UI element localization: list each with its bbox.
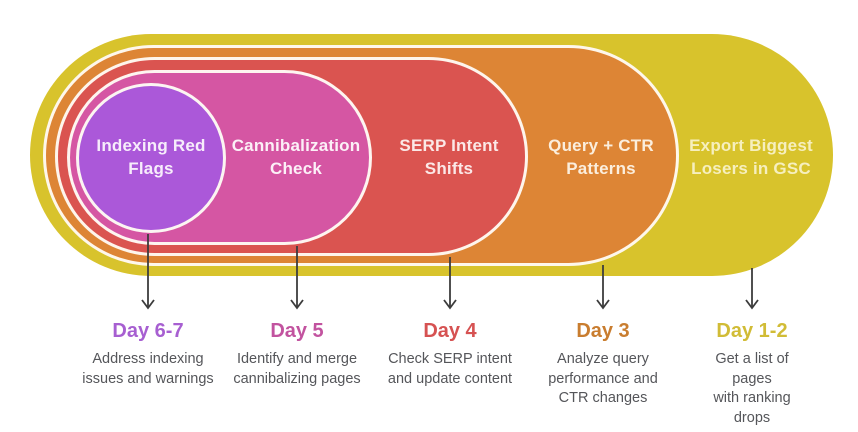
day-label-5: Day 5 [270,320,324,342]
arrow-down-icon [140,234,156,310]
stage-description-indexing: Address indexing issues and warnings [82,351,214,387]
day-label-1-2: Day 1-2 [716,320,788,342]
arrow-down-icon [595,265,611,310]
stage-title-indexing-red-flags: Indexing Red Flags [96,136,206,178]
stage-description-cannibalization: Identify and merge cannibalizing pages [233,351,361,387]
day-label-3: Day 3 [576,320,630,342]
day-label-6-7: Day 6-7 [112,320,184,342]
stage-description-export: Get a list of pages with ranking drops [713,351,791,426]
stage-pill-indexing-red-flags [76,83,226,233]
day-label-4: Day 4 [423,320,477,342]
stage-description-query-ctr: Analyze query performance and CTR change… [548,351,658,406]
arrow-down-icon [442,257,458,310]
stage-title-serp-intent-shifts: SERP Intent Shifts [399,136,499,178]
stage-title-query-ctr-patterns: Query + CTR Patterns [548,136,654,178]
stage-description-serp: Check SERP intent and update content [387,351,513,387]
stage-title-export-biggest-losers: Export Biggest Losers in GSC [689,136,813,178]
stage-title-cannibalization-check: Cannibalization Check [231,136,361,178]
arrow-down-icon [289,246,305,310]
arrow-down-icon [744,268,760,310]
